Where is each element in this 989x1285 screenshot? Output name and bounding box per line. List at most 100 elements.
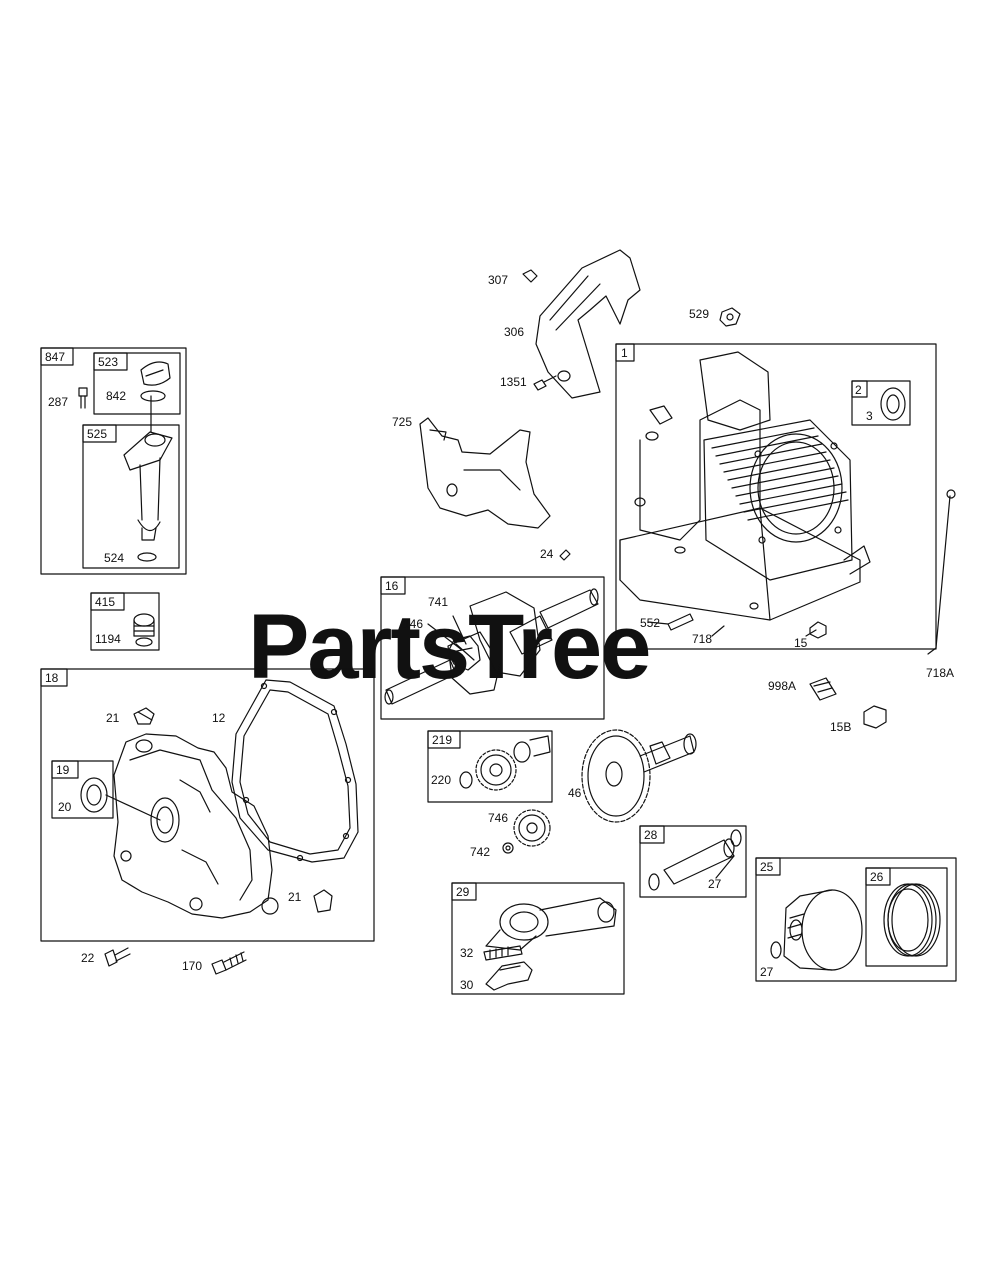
watermark-text: PartsTree [248,596,649,698]
callout-146[interactable]: 146 [403,617,423,631]
box-525-frame[interactable] [82,424,180,569]
callout-30[interactable]: 30 [460,978,474,992]
callout-1194[interactable]: 1194 [95,632,121,646]
rod-718A-drawing [927,489,956,655]
callout-labels: 287 842 524 1194 21 12 20 21 22 170 307 … [48,273,954,992]
box-label-28: 28 [644,828,658,842]
callout-552[interactable]: 552 [640,616,660,630]
camshaft-46-drawing [581,729,697,823]
callout-32[interactable]: 32 [460,946,474,960]
pin-552-drawing [667,613,694,631]
bolt-32-drawing [483,945,523,961]
callout-170[interactable]: 170 [182,959,202,973]
box-847-frame[interactable] [40,347,187,575]
callout-27-piston[interactable]: 27 [760,965,774,979]
box-25-frame[interactable] [755,857,957,982]
washer-742-drawing [502,842,514,854]
box-label-525: 525 [87,427,107,441]
nut-529-drawing [719,307,741,327]
plug-1194-drawing [133,613,155,647]
screw-1351-drawing [533,375,557,391]
box-label-29: 29 [456,885,470,899]
governor-gear-drawing [459,735,551,791]
callout-741[interactable]: 741 [428,595,448,609]
box-label-523: 523 [98,355,118,369]
box-18-frame[interactable] [40,668,375,942]
callout-842[interactable]: 842 [106,389,126,403]
nut-15B-drawing [863,705,887,729]
box-label-219: 219 [432,733,452,747]
seal-20-drawing [80,777,108,813]
box-219-frame[interactable] [427,730,553,803]
box-19-frame[interactable] [51,760,114,819]
box-label-25: 25 [760,860,774,874]
crankshaft-drawing [384,588,599,705]
callout-1351[interactable]: 1351 [500,375,527,389]
box-16-frame[interactable] [380,576,605,720]
box-label-847: 847 [45,350,65,364]
box-523-frame[interactable] [93,352,181,415]
callout-20[interactable]: 20 [58,800,72,814]
callout-24[interactable]: 24 [540,547,554,561]
callout-307[interactable]: 307 [488,273,508,287]
callout-22[interactable]: 22 [81,951,95,965]
dowel-21-top-drawing [133,707,155,725]
key-24-drawing [559,549,571,561]
box-label-16: 16 [385,579,399,593]
callout-12[interactable]: 12 [212,711,226,725]
callout-524[interactable]: 524 [104,551,124,565]
callout-21-bottom[interactable]: 21 [288,890,302,904]
callout-21-top[interactable]: 21 [106,711,120,725]
screw-307-drawing [522,269,538,283]
connecting-rod-drawing [485,897,617,951]
dowel-21-bottom-drawing [313,889,333,913]
piston-drawing [770,889,863,971]
part-998A-drawing [809,677,837,701]
gear-746-drawing [513,809,551,847]
gasket-12-drawing [231,679,359,863]
dipstick-tube-drawing [123,431,173,562]
callout-15[interactable]: 15 [794,636,808,650]
callout-998A[interactable]: 998A [768,679,796,693]
leader-lines [105,615,817,879]
dipper-30-drawing [485,961,533,991]
box-415-frame[interactable] [90,592,160,651]
callout-46[interactable]: 46 [568,786,582,800]
seal-3-drawing [880,387,906,421]
bolt-287-drawing [78,387,88,409]
callout-746[interactable]: 746 [488,811,508,825]
cylinder-block-drawing [619,351,871,621]
callout-718[interactable]: 718 [692,632,712,646]
crankcase-cover-drawing [113,733,279,919]
callout-306[interactable]: 306 [504,325,524,339]
callout-27-pin[interactable]: 27 [708,877,722,891]
box-2-frame[interactable] [851,380,911,426]
callout-220[interactable]: 220 [431,773,451,787]
callout-15B[interactable]: 15B [830,720,851,734]
box-26-frame[interactable] [865,867,948,967]
callout-529[interactable]: 529 [689,307,709,321]
box-label-18: 18 [45,671,59,685]
box-label-19: 19 [56,763,70,777]
box-label-1: 1 [621,346,628,360]
dipstick-cap-drawing [140,361,171,402]
bolt-170-drawing [211,951,247,975]
box-29-frame[interactable] [451,882,625,995]
piston-rings-drawing [883,883,941,957]
bolt-22-drawing [104,947,131,967]
callout-3[interactable]: 3 [866,409,873,423]
box-label-26: 26 [870,870,884,884]
callout-287[interactable]: 287 [48,395,68,409]
box-28-frame[interactable] [639,825,747,898]
callout-742[interactable]: 742 [470,845,490,859]
box-1-frame[interactable] [615,343,937,650]
callout-718A[interactable]: 718A [926,666,954,680]
box-labels: 847 523 525 415 18 19 16 219 1 2 28 29 2… [45,346,884,899]
callout-725[interactable]: 725 [392,415,412,429]
shroud-306-drawing [535,249,641,399]
box-label-2: 2 [855,383,862,397]
box-label-415: 415 [95,595,115,609]
nut-15-drawing [809,621,827,639]
